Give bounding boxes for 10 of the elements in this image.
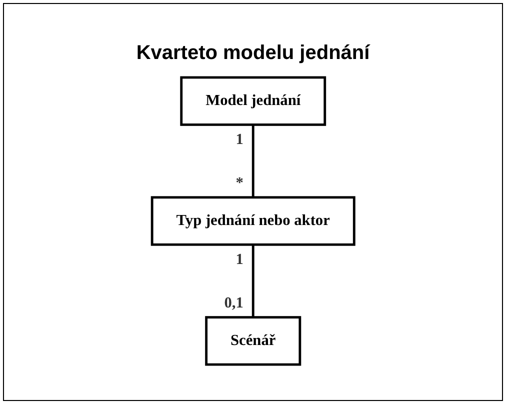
multiplicity-label: 1 [236, 131, 244, 148]
class-box: Typ jednání nebo aktor [150, 196, 356, 246]
association-line [252, 124, 254, 198]
multiplicity-label: 1 [236, 251, 244, 268]
class-box: Model jednání [180, 76, 326, 126]
association-line [252, 244, 254, 318]
class-box: Scénář [204, 316, 302, 366]
diagram-title: Kvarteto modelu jednání [136, 42, 370, 65]
multiplicity-label: 0,1 [224, 294, 244, 312]
multiplicity-label: * [236, 174, 244, 192]
